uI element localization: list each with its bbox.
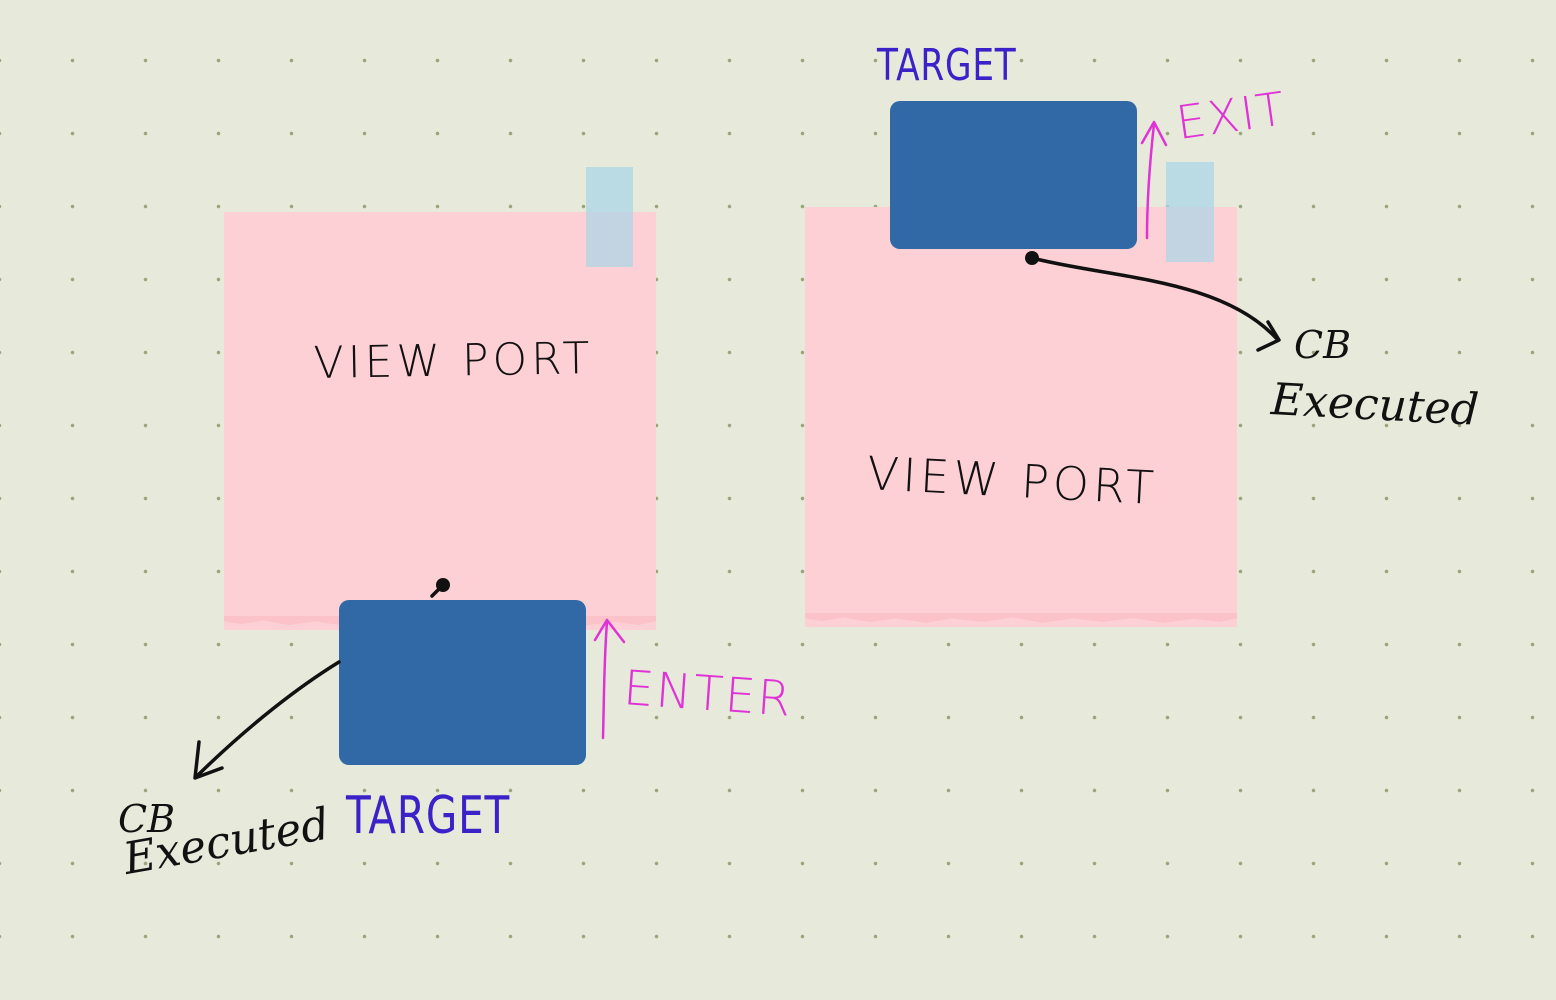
right-event-label: EXIT <box>1173 81 1290 150</box>
left-target-label: TARGET <box>346 786 511 846</box>
left-tape <box>586 167 633 267</box>
left-target-box <box>339 600 586 765</box>
right-target-box <box>890 101 1137 249</box>
left-viewport-label: VIEW PORT <box>313 333 594 389</box>
right-target-label: TARGET <box>877 40 1017 91</box>
right-viewport-torn-edge <box>805 613 1237 623</box>
right-callback-cb: CB <box>1294 323 1351 367</box>
left-callback-cb: CB <box>118 797 175 841</box>
right-exit-arrowhead <box>1140 120 1168 147</box>
left-enter-arrow <box>601 620 609 740</box>
right-callback-executed: Executed <box>1269 374 1481 436</box>
right-viewport-label: VIEW PORT <box>865 446 1160 516</box>
right-viewport-note <box>805 207 1237 627</box>
left-viewport-note <box>224 212 656 630</box>
left-callback-arrowhead <box>193 740 224 780</box>
right-tape <box>1166 162 1214 262</box>
right-callback-arrowhead <box>1256 320 1281 352</box>
left-event-label: ENTER <box>621 660 795 728</box>
left-callback-arrow <box>195 660 341 778</box>
